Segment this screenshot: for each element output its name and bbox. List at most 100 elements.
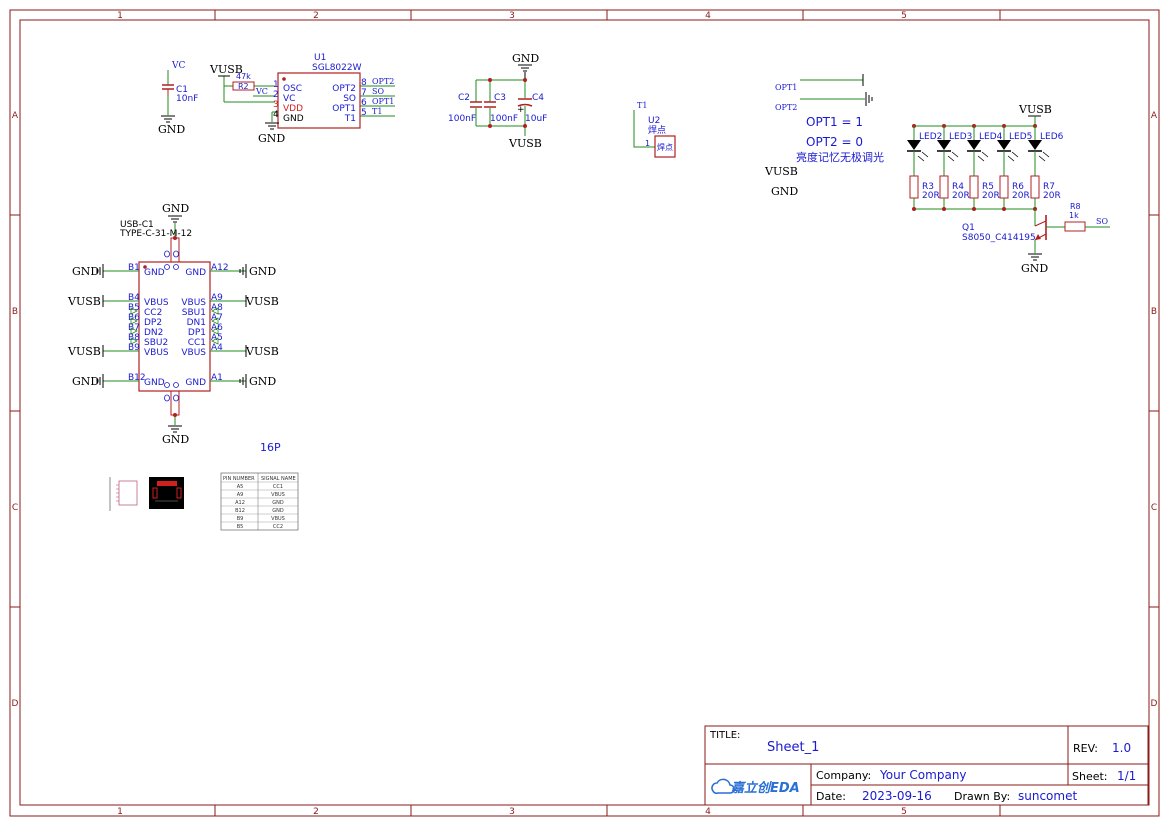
led-ref: LED6 bbox=[1040, 132, 1064, 142]
col-label-bottom: 5 bbox=[901, 807, 907, 817]
u1-pin-num: 2 bbox=[273, 90, 279, 100]
no-connect-icon bbox=[211, 337, 219, 345]
ic-u1[interactable]: VUSB 47k R2 VC U1 SGL8022W 1 OSC 2 VC 3 … bbox=[209, 53, 395, 145]
usb-pin-num: B4 bbox=[128, 293, 140, 303]
usb-net-label: VUSB bbox=[67, 295, 101, 308]
u2-pin: 1 bbox=[645, 139, 650, 148]
usb-net-label: VUSB bbox=[67, 345, 101, 358]
title-label: TITLE: bbox=[709, 730, 740, 741]
col-label-top: 5 bbox=[901, 11, 907, 21]
q1-part: S8050_C414195 bbox=[962, 233, 1036, 243]
ground-icon bbox=[168, 425, 182, 433]
vusb-label-caps: VUSB bbox=[508, 137, 542, 150]
resistor-value: 20R bbox=[952, 191, 970, 201]
usb-net-label: GND bbox=[249, 375, 276, 388]
u1-pin-num: 1 bbox=[273, 80, 279, 90]
usb-pin-name: DN1 bbox=[187, 318, 206, 328]
usb-pin-num: B8 bbox=[128, 333, 140, 343]
resistor-value: 20R bbox=[982, 191, 1000, 201]
usb-pin-num: A7 bbox=[211, 313, 223, 323]
resistor-icon bbox=[969, 175, 979, 199]
u1-body bbox=[277, 72, 361, 129]
no-connect-icon bbox=[130, 317, 138, 325]
footprint-preview bbox=[109, 477, 184, 511]
led-icon bbox=[907, 140, 921, 150]
decoupling-capacitors[interactable]: GND C2 100nF C3 100nF C4 + 10uF bbox=[448, 52, 547, 150]
rev-value: 1.0 bbox=[1112, 741, 1131, 755]
usb-shield-bottom bbox=[170, 390, 180, 416]
sheet-value: 1/1 bbox=[1117, 769, 1136, 783]
pin-table-cell: VBUS bbox=[271, 492, 285, 498]
c1-value: 10nF bbox=[176, 94, 198, 104]
pin-table-cell: B12 bbox=[235, 508, 245, 514]
u2-body bbox=[654, 135, 676, 158]
resistor-ref: R7 bbox=[1043, 182, 1055, 192]
rev-label: REV: bbox=[1073, 742, 1098, 755]
usb-pin-name: DP2 bbox=[144, 318, 162, 328]
usb-shield-top bbox=[170, 237, 180, 263]
pin-table-cell: CC2 bbox=[273, 524, 283, 530]
usb-pin-num: B7 bbox=[128, 323, 140, 333]
option-straps[interactable]: OPT1 OPT2 OPT1 = 1 OPT2 = 0 亮度记忆无极调光 VUS… bbox=[764, 74, 884, 198]
c3-value: 100nF bbox=[490, 114, 518, 124]
net-label-opt1: OPT1 bbox=[372, 97, 394, 106]
u2-body-text: 焊点 bbox=[657, 142, 673, 152]
resistor-ref: R3 bbox=[922, 182, 934, 192]
no-connect-icon bbox=[211, 327, 219, 335]
row-label-right: C bbox=[1151, 503, 1157, 513]
resistor-ref: R5 bbox=[982, 182, 994, 192]
usb-pin-name: VBUS bbox=[144, 348, 169, 358]
ground-icon bbox=[1028, 253, 1042, 261]
led-array[interactable]: VUSB LED2R320RLED3R420RLED4R520RLED5R620… bbox=[907, 103, 1064, 226]
date-label: Date: bbox=[816, 790, 846, 803]
usb-net-label: GND bbox=[72, 265, 99, 278]
vusb-label-leds: VUSB bbox=[1018, 103, 1052, 116]
net-label-so: SO bbox=[372, 87, 384, 96]
usb-ref: USB-C1 bbox=[120, 220, 154, 230]
resistor-value: 20R bbox=[1043, 191, 1061, 201]
row-label-right: D bbox=[1151, 699, 1158, 709]
capacitor-c1[interactable]: VC C1 10nF GND bbox=[158, 61, 198, 136]
cloud-logo-icon bbox=[711, 778, 735, 795]
c1-gnd-label: GND bbox=[158, 123, 185, 136]
solder-pad-u2[interactable]: T1 U2 焊点 1 焊点 bbox=[633, 101, 676, 158]
pin-table-cell: A12 bbox=[235, 500, 245, 506]
row-label-right: B bbox=[1151, 307, 1157, 317]
resistor-value: 20R bbox=[1012, 191, 1030, 201]
col-label-top: 2 bbox=[313, 11, 319, 21]
u1-pin-num: 4 bbox=[273, 110, 279, 120]
drawn-label: Drawn By: bbox=[954, 790, 1010, 803]
r8-ref: R8 bbox=[1070, 202, 1081, 211]
resistor-icon bbox=[909, 175, 919, 199]
transistor-q1[interactable]: R8 1k SO Q1 S8050_C414195 GND bbox=[962, 202, 1110, 275]
row-label-left: B bbox=[12, 307, 18, 317]
pin-table-header: SIGNAL NAME bbox=[261, 476, 296, 482]
net-label-vc: VC bbox=[171, 61, 185, 71]
usb-pin-name: SBU1 bbox=[182, 308, 206, 318]
ground-icon bbox=[161, 115, 175, 123]
usb-pin-name: GND bbox=[185, 268, 206, 278]
net-label-opt2: OPT2 bbox=[372, 77, 394, 86]
